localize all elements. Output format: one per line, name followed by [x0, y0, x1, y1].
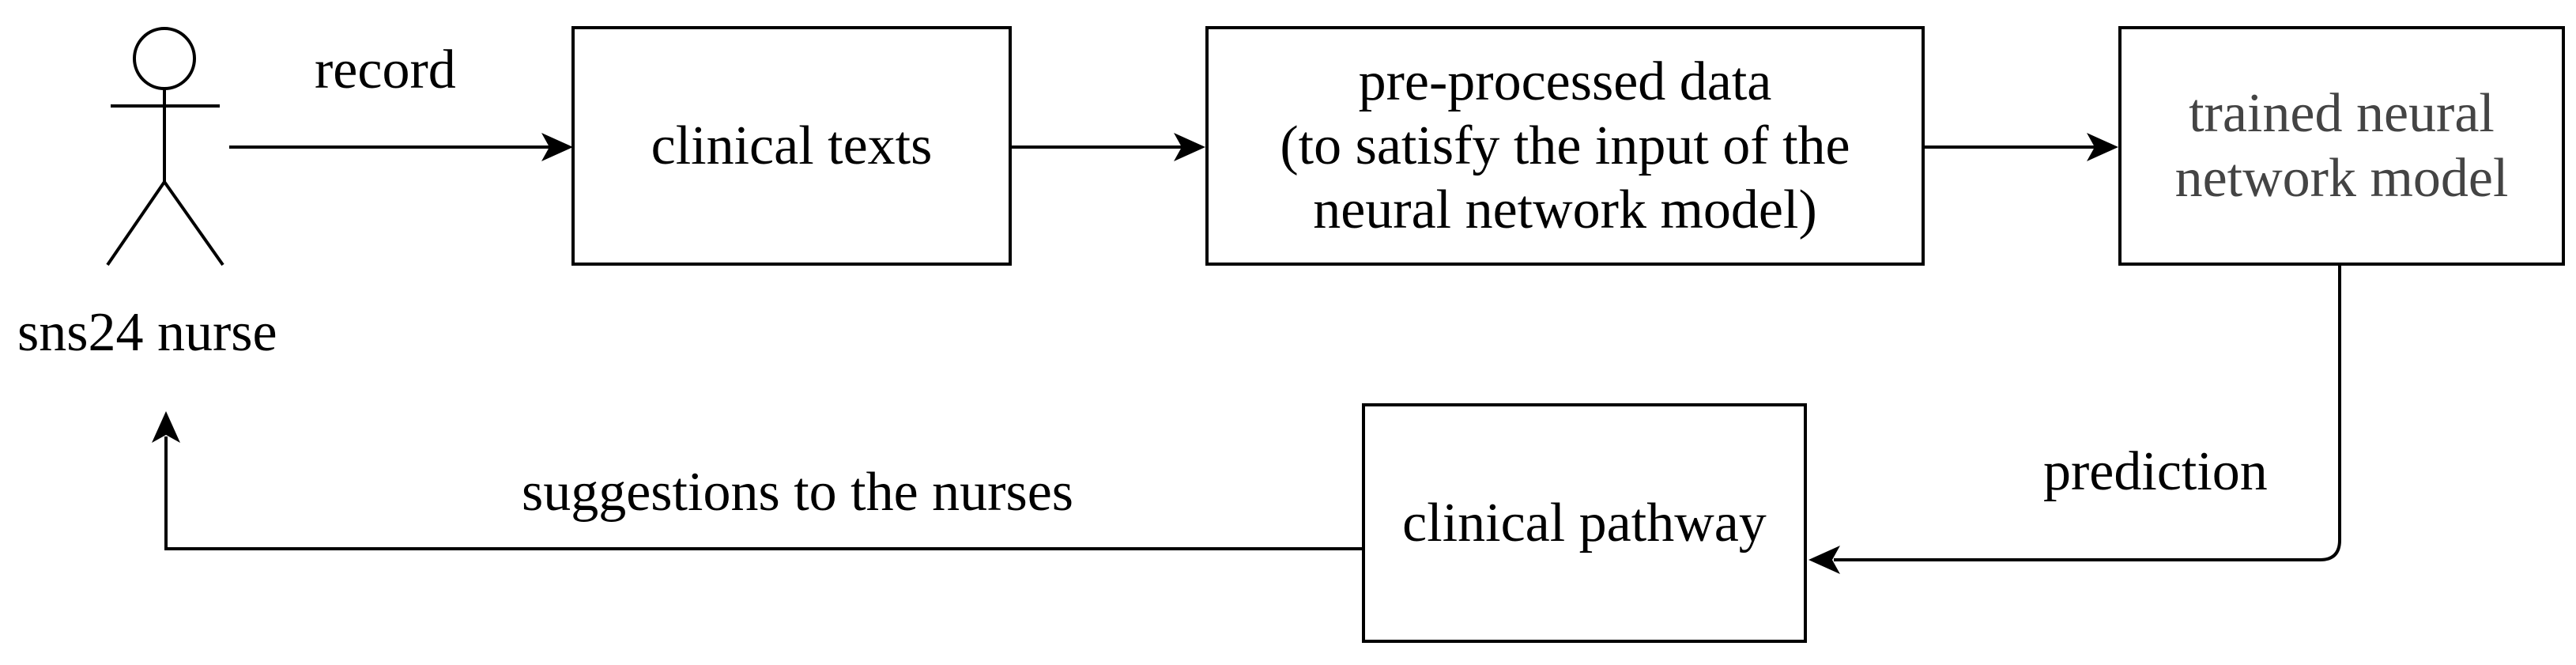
arrow-prediction	[1808, 265, 2341, 574]
trained-model-label: trained neural network model	[2175, 81, 2509, 210]
edge-label-record: record	[315, 40, 456, 100]
preprocessed-data-label: pre-processed data (to satisfy the input…	[1280, 50, 1850, 243]
preprocessed-data-line3: neural network model)	[1313, 179, 1817, 241]
clinical-texts-label: clinical texts	[651, 115, 933, 176]
clinical-texts-box: clinical texts	[571, 26, 1012, 266]
arrow-suggestions	[152, 411, 1365, 550]
clinical-pathway-label: clinical pathway	[1402, 492, 1767, 554]
preprocessed-data-line2: (to satisfy the input of the	[1280, 115, 1850, 176]
edge-label-suggestions: suggestions to the nurses	[522, 462, 1074, 523]
trained-model-line1: trained neural	[2189, 83, 2495, 145]
stick-figure-icon	[106, 27, 224, 266]
edge-label-prediction: prediction	[2043, 441, 2268, 502]
preprocessed-data-line1: pre-processed data	[1358, 51, 1772, 112]
preprocessed-data-box: pre-processed data (to satisfy the input…	[1205, 26, 1925, 266]
actor-label: sns24 nurse	[17, 302, 277, 363]
clinical-pathway-box: clinical pathway	[1362, 403, 1807, 643]
arrow-preprocessed-to-model	[1922, 133, 2118, 161]
arrow-texts-to-preprocessed	[1012, 133, 1205, 161]
trained-model-line2: network model	[2174, 147, 2509, 209]
arrow-record	[229, 133, 573, 161]
trained-model-box: trained neural network model	[2118, 26, 2565, 266]
